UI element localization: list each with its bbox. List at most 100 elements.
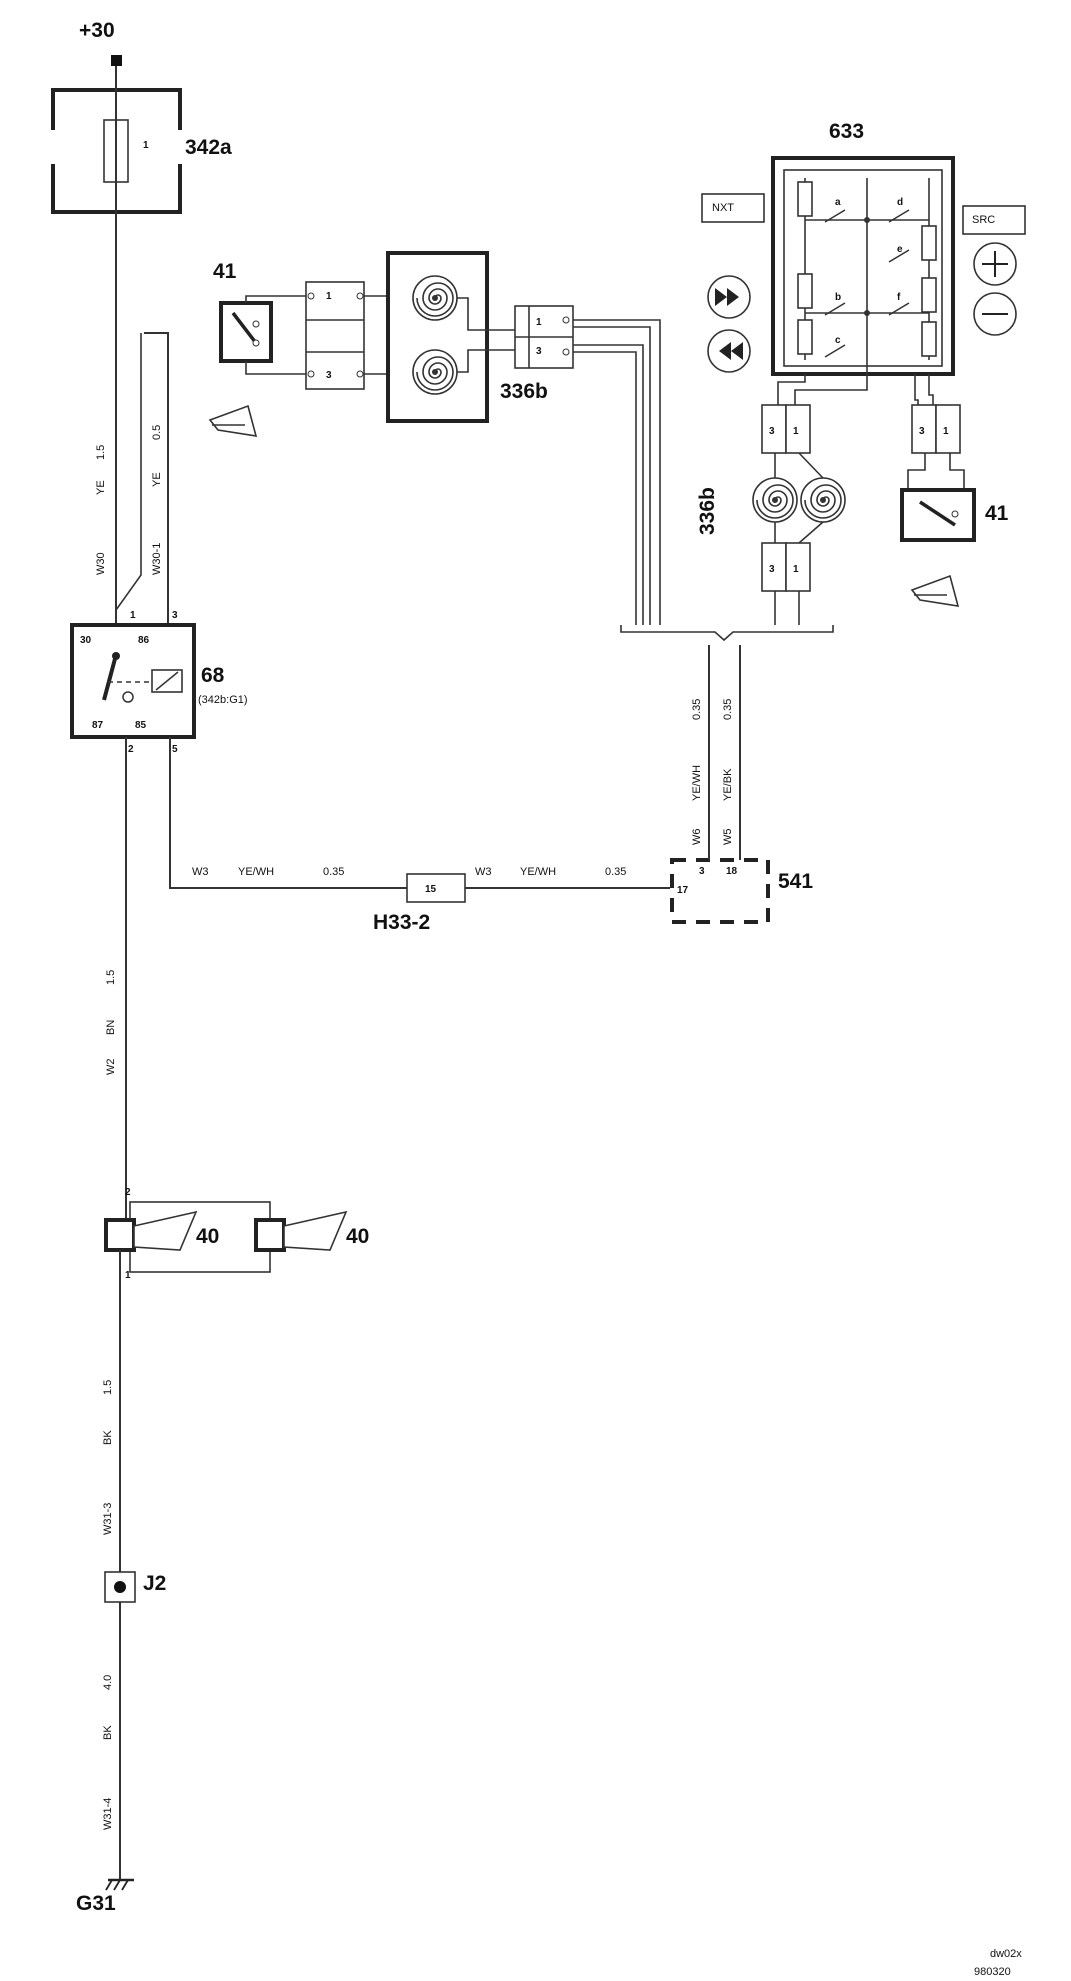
wire-w30-size: 1.5 [95, 445, 107, 460]
splice-h33-2-pin: 15 [425, 884, 437, 895]
ground-label: G31 [76, 1892, 116, 1915]
wire-w31-4-id: W31-4 [102, 1798, 114, 1830]
wire-w5-color: YE/BK [722, 768, 734, 801]
horn-icon [910, 574, 960, 607]
relay-pin-1: 1 [130, 610, 136, 621]
wire-w30-1 [144, 332, 169, 625]
splice-h33-2-label: H33-2 [373, 911, 430, 934]
clock-spring-icon [752, 477, 798, 523]
connector-right-pin-3b: 3 [919, 426, 925, 437]
supply-label: +30 [79, 19, 115, 42]
relay-sub-label: (342b:G1) [198, 694, 248, 706]
clock-spring-icon [800, 477, 846, 523]
connector-right-pin-3c: 3 [769, 564, 775, 575]
connector-right-pin-1c: 1 [793, 564, 799, 575]
supply-terminal [111, 55, 122, 66]
switch-e: e [897, 244, 903, 255]
control-unit-label: 541 [778, 870, 813, 893]
connector-336b-pin-3: 3 [536, 346, 542, 357]
wire-w30-1-id: W30-1 [151, 543, 163, 575]
connector-right-pin-3a: 3 [769, 426, 775, 437]
switch-f: f [897, 292, 901, 303]
relay-pin-2: 2 [128, 744, 134, 755]
horn-right-connector [254, 1218, 286, 1252]
wire-w31-4-color: BK [102, 1725, 114, 1740]
wire-w5-size: 0.35 [722, 699, 734, 720]
clock-spring-top-label: 336b [500, 380, 548, 403]
relay-label: 68 [201, 664, 225, 687]
footer-date: 980320 [974, 1966, 1011, 1978]
fuse-pin: 1 [143, 140, 149, 151]
connector-left [305, 281, 365, 390]
relay-pin-5: 5 [172, 744, 178, 755]
relay-contact [102, 654, 118, 701]
wire-w30-color: YE [95, 480, 107, 495]
nxt-button[interactable] [701, 193, 765, 223]
wire-w2-color: BN [105, 1020, 117, 1035]
wire-w30-1-size: 0.5 [151, 425, 163, 440]
wire-w31-3-size: 1.5 [102, 1380, 114, 1395]
horn-left-label: 40 [196, 1225, 219, 1248]
relay-pin-85: 85 [135, 720, 147, 731]
splice-h33-2 [406, 873, 466, 903]
rewind-icon[interactable] [707, 329, 751, 373]
wire-w3b-color: YE/WH [520, 866, 556, 878]
src-label: SRC [972, 214, 995, 226]
nxt-label: NXT [712, 202, 734, 214]
connector-left-pin-3: 3 [326, 370, 332, 381]
wire-w3a-size: 0.35 [323, 866, 344, 878]
fuse-box-label: 342a [185, 136, 232, 159]
wire-w30-id: W30 [95, 552, 107, 575]
wire-w31-3-id: W31-3 [102, 1503, 114, 1535]
switch-d: d [897, 197, 903, 208]
footer-code: dw02x [990, 1948, 1022, 1960]
wire-w6-id: W6 [691, 829, 703, 846]
wire-w2-id: W2 [105, 1059, 117, 1076]
horn-pin-1: 1 [125, 1270, 131, 1281]
relay-pin-86: 86 [138, 635, 150, 646]
switch-c: c [835, 335, 841, 346]
minus-icon[interactable] [973, 292, 1017, 336]
plus-icon[interactable] [973, 242, 1017, 286]
wire-w3a-id: W3 [192, 866, 209, 878]
src-button[interactable] [962, 205, 1026, 235]
wire-w3b-size: 0.35 [605, 866, 626, 878]
clock-spring-top [386, 251, 489, 423]
connector-right-pin-1a: 1 [793, 426, 799, 437]
wire-w31-4-size: 4.0 [102, 1675, 114, 1690]
wire-w30-1-color: YE [151, 472, 163, 487]
connector-left-pin-1: 1 [326, 291, 332, 302]
horn-left-connector [104, 1218, 136, 1252]
wire-w3a-color: YE/WH [238, 866, 274, 878]
clock-spring-right-label: 336b [696, 487, 719, 535]
wire-w3b-id: W3 [475, 866, 492, 878]
control-unit-541 [670, 858, 770, 924]
cu-pin-18: 18 [726, 866, 738, 877]
wire-w6-color: YE/WH [691, 765, 703, 801]
wire-w2-size: 1.5 [105, 970, 117, 985]
wire-w5-id: W5 [722, 829, 734, 846]
wire-w31-3-color: BK [102, 1430, 114, 1445]
junction-label: J2 [143, 1572, 166, 1595]
connector-right-pin-1b: 1 [943, 426, 949, 437]
radio-panel-circuit [797, 178, 937, 375]
wire-w6-size: 0.35 [691, 699, 703, 720]
relay-pin-30: 30 [80, 635, 92, 646]
relay-pin-3: 3 [172, 610, 178, 621]
harness-bracket [620, 625, 834, 642]
switch-a: a [835, 197, 841, 208]
connector-336b-pin-1: 1 [536, 317, 542, 328]
relay-pin-87: 87 [92, 720, 104, 731]
cu-pin-17: 17 [677, 885, 689, 896]
switch-left-label: 41 [213, 260, 237, 283]
wire-w3-left [169, 737, 407, 889]
horn-pin-2: 2 [125, 1187, 131, 1198]
switch-right-label: 41 [985, 502, 1009, 525]
horn-right-label: 40 [346, 1225, 369, 1248]
horn-icon [208, 404, 258, 437]
horn-icon [283, 1210, 348, 1251]
fast-forward-icon[interactable] [707, 275, 751, 319]
radio-panel-label: 633 [829, 120, 864, 143]
ground-icon [105, 1878, 134, 1891]
